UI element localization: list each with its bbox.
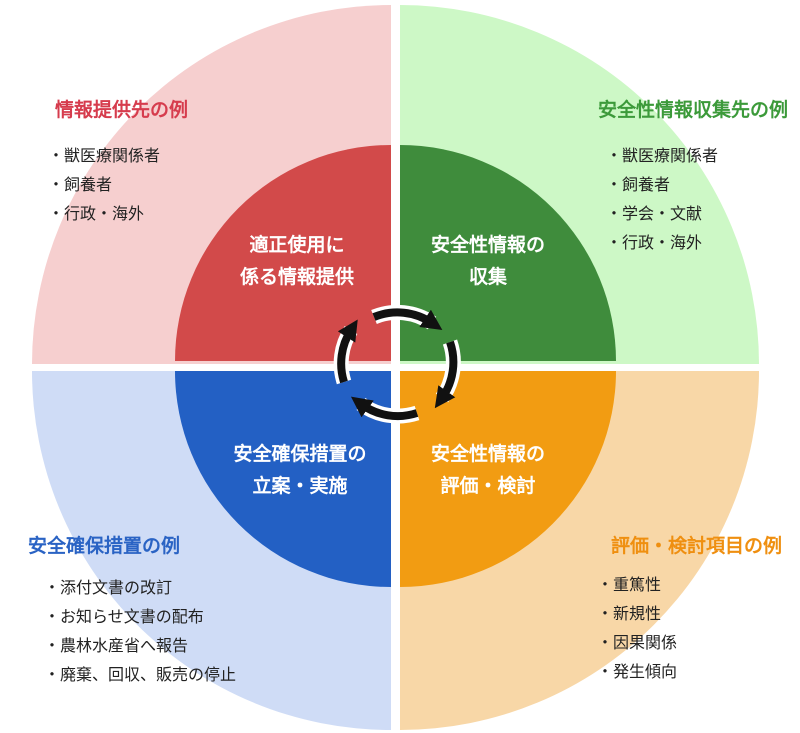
list-item: 獣医療関係者 — [48, 141, 160, 170]
list-item: お知らせ文書の配布 — [44, 602, 236, 631]
label-line: 係る情報提供 — [239, 266, 354, 288]
label-safety-measures-planning: 安全確保措置の 立案・実施 — [205, 438, 395, 502]
inner-quadrant-bottom-left — [175, 371, 391, 587]
list-item: 新規性 — [597, 599, 677, 628]
safety-measures-title: 安全確保措置の例 — [28, 535, 181, 557]
label-safety-info-collection: 安全性情報の 収集 — [403, 229, 573, 293]
evaluation-items-list: 重篤性 新規性 因果関係 発生傾向 — [597, 570, 677, 686]
list-item: 因果関係 — [597, 628, 677, 657]
info-provision-title: 情報提供先の例 — [55, 99, 189, 121]
list-item: 飼養者 — [48, 170, 160, 199]
safety-info-collection-title: 安全性情報収集先の例 — [597, 99, 788, 121]
list-item: 発生傾向 — [597, 657, 677, 686]
list-item: 飼養者 — [606, 170, 718, 199]
inner-quadrant-top-right — [400, 145, 616, 361]
list-item: 獣医療関係者 — [606, 141, 718, 170]
list-item: 行政・海外 — [606, 228, 718, 257]
list-item: 廃棄、回収、販売の停止 — [44, 660, 236, 689]
list-item: 重篤性 — [597, 570, 677, 599]
label-line: 安全確保措置の — [233, 443, 367, 465]
list-item: 農林水産省へ報告 — [44, 631, 236, 660]
safety-info-collection-list: 獣医療関係者 飼養者 学会・文献 行政・海外 — [606, 141, 718, 257]
label-appropriate-use-info: 適正使用に 係る情報提供 — [212, 229, 382, 293]
label-line: 評価・検討 — [440, 475, 536, 497]
evaluation-items-title: 評価・検討項目の例 — [610, 535, 782, 557]
inner-quadrant-top-left — [175, 145, 391, 361]
safety-measures-list: 添付文書の改訂 お知らせ文書の配布 農林水産省へ報告 廃棄、回収、販売の停止 — [44, 573, 236, 689]
list-item: 学会・文献 — [606, 199, 718, 228]
list-item: 添付文書の改訂 — [44, 573, 236, 602]
label-line: 安全性情報の — [430, 234, 545, 256]
label-line: 収集 — [468, 266, 507, 288]
list-item: 行政・海外 — [48, 199, 160, 228]
info-provision-list: 獣医療関係者 飼養者 行政・海外 — [48, 141, 160, 228]
label-line: 立案・実施 — [252, 475, 348, 497]
label-line: 適正使用に — [249, 234, 345, 256]
inner-quadrant-bottom-right — [400, 371, 616, 587]
label-safety-info-evaluation: 安全性情報の 評価・検討 — [403, 438, 573, 502]
label-line: 安全性情報の — [430, 443, 545, 465]
